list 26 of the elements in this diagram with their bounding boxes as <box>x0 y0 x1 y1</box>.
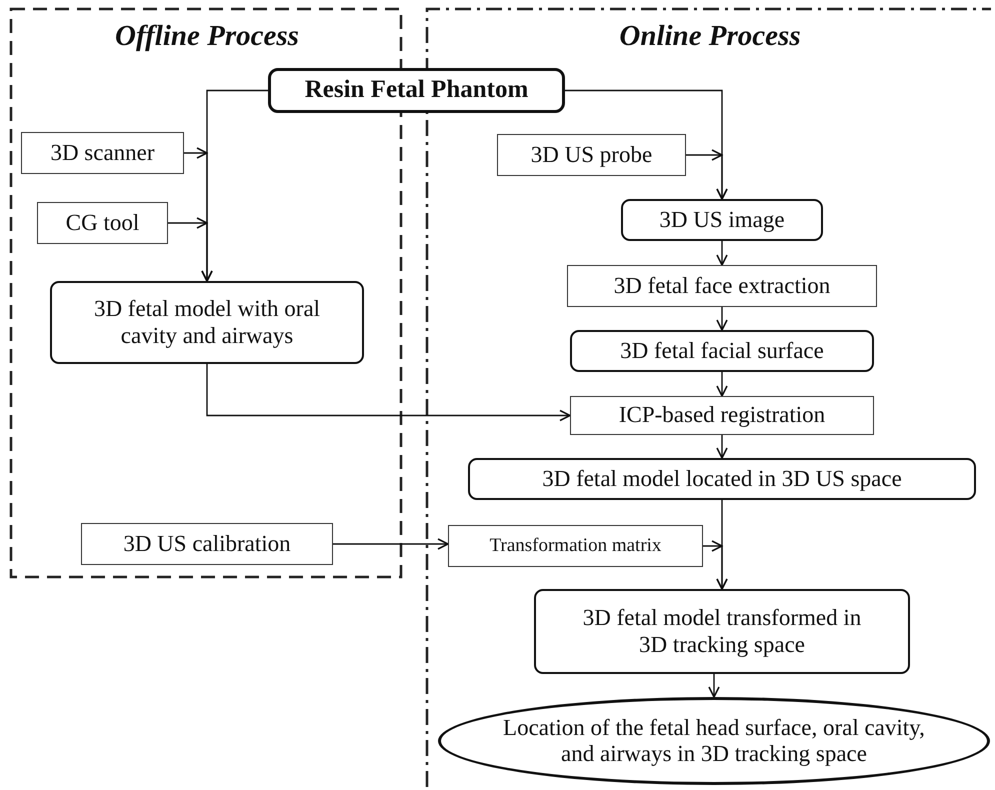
start-box: Resin Fetal Phantom <box>268 68 565 113</box>
arrow <box>168 217 213 281</box>
rounded-process-box: 3D US image <box>621 199 823 241</box>
arrow <box>716 435 728 459</box>
process-box: Transformation matrix <box>448 525 703 567</box>
arrow <box>333 538 449 550</box>
arrow <box>206 364 571 422</box>
arrow <box>716 307 728 331</box>
arrow <box>716 241 728 266</box>
rounded-process-box: 3D fetal facial surface <box>570 330 874 372</box>
process-box: 3D US probe <box>497 134 686 176</box>
result-ellipse: Location of the fetal head surface, oral cavity, and airways in 3D tracking space <box>438 697 990 785</box>
process-box: CG tool <box>37 202 168 244</box>
arrow <box>686 149 728 199</box>
rounded-process-box: 3D fetal model located in 3D US space <box>468 458 976 500</box>
rounded-process-box: 3D fetal model transformed in 3D tracking space <box>534 589 910 674</box>
group-heading: Offline Process <box>114 20 300 53</box>
rounded-process-box: 3D fetal model with oral cavity and airways <box>50 281 364 364</box>
process-box: 3D fetal face extraction <box>567 265 877 307</box>
arrow <box>703 540 728 589</box>
process-box: 3D US calibration <box>81 523 333 565</box>
process-box: 3D scanner <box>21 132 184 174</box>
process-box: ICP-based registration <box>570 396 874 435</box>
group-heading: Online Process <box>618 20 802 53</box>
arrow <box>708 674 720 698</box>
arrow <box>716 372 728 397</box>
